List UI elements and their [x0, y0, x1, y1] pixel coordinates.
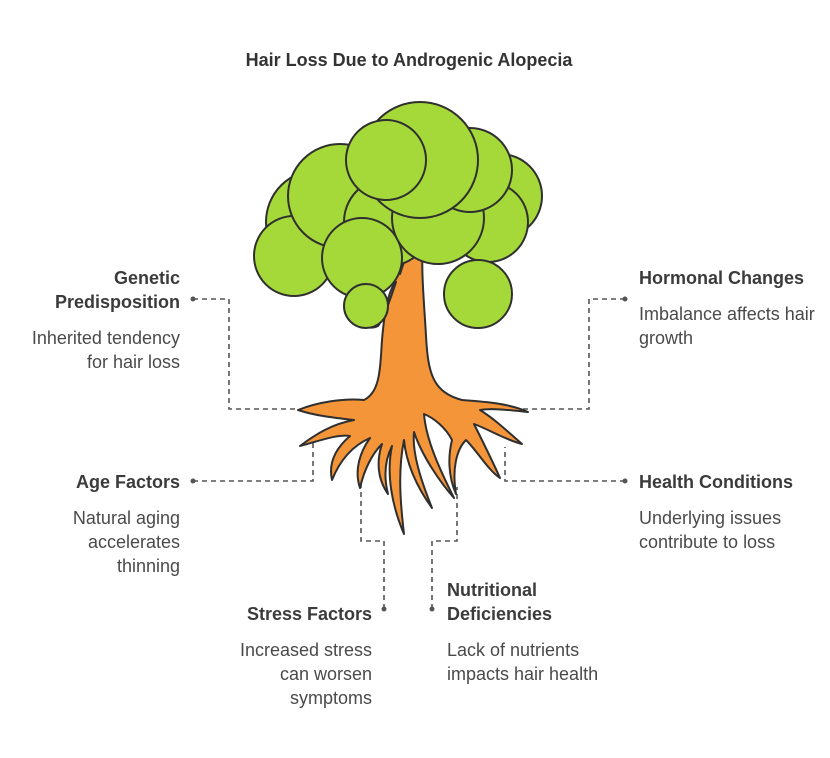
- connector-health: [504, 447, 625, 482]
- factor-age: Age Factors Natural aging accelerates th…: [40, 470, 180, 578]
- connector-hormonal: [520, 298, 625, 410]
- factor-stress: Stress Factors Increased stress can wors…: [210, 602, 372, 710]
- factor-hormonal-desc: Imbalance affects hair growth: [639, 304, 815, 348]
- factor-health: Health Conditions Underlying issues cont…: [639, 470, 819, 554]
- factor-stress-desc: Increased stress can worsen symptoms: [239, 640, 372, 708]
- factor-health-desc: Underlying issues contribute to loss: [639, 508, 782, 552]
- connector-nutrition: [431, 487, 458, 609]
- connector-genetic: [193, 298, 298, 410]
- factor-age-desc: Natural aging accelerates thinning: [72, 508, 180, 576]
- connector-stress: [360, 484, 385, 609]
- factor-nutrition-heading: Nutritional Deficiencies: [447, 580, 553, 624]
- connector-dots: [190, 296, 628, 612]
- connector-lines: [193, 298, 625, 609]
- factor-hormonal-heading: Hormonal Changes: [639, 268, 805, 288]
- factor-age-heading: Age Factors: [75, 472, 180, 492]
- factor-hormonal: Hormonal Changes Imbalance affects hair …: [639, 266, 819, 350]
- factor-stress-heading: Stress Factors: [246, 604, 372, 624]
- diagram-title: Hair Loss Due to Androgenic Alopecia: [245, 50, 573, 70]
- factor-nutrition-desc: Lack of nutrients impacts hair health: [447, 640, 599, 684]
- connector-age: [193, 443, 314, 482]
- factor-genetic-desc: Inherited tendency for hair loss: [31, 328, 180, 372]
- tree-foliage: [253, 101, 543, 329]
- factor-health-heading: Health Conditions: [639, 472, 793, 492]
- factor-nutrition: Nutritional Deficiencies Lack of nutrien…: [447, 578, 607, 686]
- factor-genetic: Genetic Predisposition Inherited tendenc…: [20, 266, 180, 374]
- factor-genetic-heading: Genetic Predisposition: [54, 268, 180, 312]
